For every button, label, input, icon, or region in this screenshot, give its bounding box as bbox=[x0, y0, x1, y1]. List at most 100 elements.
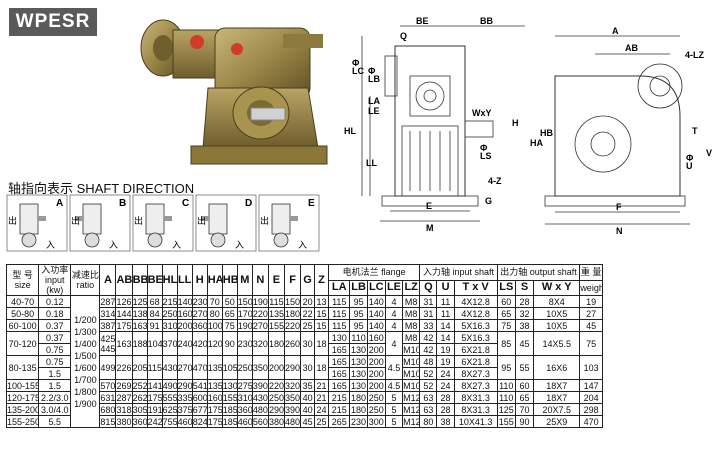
cell-z: 21 bbox=[314, 391, 330, 404]
shaft-direction-title: 轴指向表示 SHAFT DIRECTION bbox=[8, 178, 194, 197]
dim-E: E bbox=[426, 201, 432, 211]
direction-in-label: 入 bbox=[172, 240, 181, 250]
cell-input-power: 1.5 bbox=[38, 367, 72, 380]
cell-le: 4 bbox=[384, 295, 404, 308]
dim-HB: HB bbox=[540, 128, 553, 138]
cell-lz: M10 bbox=[402, 355, 421, 368]
direction-out-label: 出 bbox=[71, 215, 80, 226]
cell-u: 24 bbox=[436, 379, 455, 392]
cell-wxy: 10X5 bbox=[533, 307, 581, 320]
cell-e: 155 bbox=[267, 319, 286, 332]
brand-badge: WPESR bbox=[9, 8, 97, 36]
cell-ls: 110 bbox=[496, 379, 516, 392]
cell-size: 50-80 bbox=[5, 307, 40, 320]
cell-lz: M8 bbox=[402, 295, 421, 308]
dim-Q: Q bbox=[400, 31, 407, 41]
cell-f: 390 bbox=[284, 403, 302, 416]
cell-wxy: 20X7.5 bbox=[533, 403, 581, 416]
dim-LA: LA bbox=[368, 96, 380, 106]
cell-g: 45 bbox=[300, 415, 316, 428]
dim-A: A bbox=[612, 26, 619, 36]
dim-HL: HL bbox=[344, 126, 356, 136]
cell-m: 190 bbox=[236, 319, 253, 332]
cell-h: 600 bbox=[191, 391, 208, 404]
direction-panel-e: E入出 bbox=[258, 194, 320, 252]
cell-m: 250 bbox=[236, 355, 253, 380]
cell-a: 570 bbox=[99, 379, 117, 392]
cell-g: 25 bbox=[300, 319, 316, 332]
cell-h: 824 bbox=[191, 415, 208, 428]
cell-ll: 240 bbox=[176, 331, 193, 356]
direction-panel-frame bbox=[69, 194, 131, 252]
header-out-s: S bbox=[514, 279, 535, 296]
shaft-outline bbox=[290, 216, 298, 221]
direction-out-label: 出 bbox=[8, 215, 17, 226]
cell-q: 52 bbox=[419, 379, 438, 392]
header-h: H bbox=[191, 264, 208, 296]
side-view-drawing bbox=[361, 25, 525, 222]
cell-be: 91 bbox=[146, 319, 163, 332]
header-g: G bbox=[300, 264, 316, 296]
cell-bb: 360 bbox=[131, 415, 148, 428]
dim-T: T bbox=[692, 126, 698, 136]
direction-out-label: 出 bbox=[134, 215, 143, 226]
gearbox-outline bbox=[19, 203, 39, 235]
cell-e: 220 bbox=[267, 379, 286, 392]
ratio-value: 1/600 bbox=[74, 362, 97, 373]
cell-lz: M12 bbox=[402, 403, 421, 416]
cell-wxy: 14X5.5 bbox=[533, 331, 581, 356]
cell-ab: 269 bbox=[115, 379, 133, 392]
cell-input-power: 0.75 bbox=[38, 355, 72, 368]
cell-h: 230 bbox=[191, 295, 208, 308]
cell-hb: 90 bbox=[221, 331, 238, 356]
cell-f: 150 bbox=[284, 295, 302, 308]
cell-hl: 310 bbox=[161, 319, 178, 332]
cell-bb: 125 bbox=[131, 295, 148, 308]
cell-hl: 215 bbox=[161, 295, 178, 308]
header-la: LA bbox=[328, 279, 351, 296]
cell-bb: 138 bbox=[131, 307, 148, 320]
cell-txv: 6X21.8 bbox=[453, 355, 498, 368]
cell-ab: 287 bbox=[115, 391, 133, 404]
cell-hb: 105 bbox=[221, 355, 238, 380]
cell-ll: 375 bbox=[176, 403, 193, 416]
dim-LC: LC bbox=[352, 66, 364, 76]
cell-value: 425 bbox=[100, 333, 116, 344]
cell-n: 190 bbox=[251, 295, 269, 308]
cell-lz: M8 bbox=[402, 307, 421, 320]
cell-ha: 100 bbox=[206, 319, 223, 332]
cell-weight: 147 bbox=[579, 379, 603, 392]
cell-la: 165 bbox=[328, 379, 351, 392]
direction-panel-d: D入出 bbox=[195, 194, 257, 252]
cell-s: 65 bbox=[514, 391, 535, 404]
cell-n: 430 bbox=[251, 391, 269, 404]
cell-lc: 300 bbox=[366, 415, 386, 428]
header-input-text: input bbox=[45, 275, 65, 285]
cell-g: 30 bbox=[300, 355, 316, 380]
dim-phi-LS: Φ bbox=[480, 143, 488, 153]
dim-WxY: WxY bbox=[472, 108, 492, 118]
cell-lb: 110 bbox=[349, 331, 368, 344]
cell-hb: 185 bbox=[221, 415, 238, 428]
cell-la: 165 bbox=[328, 367, 351, 380]
cell-z: 24 bbox=[314, 403, 330, 416]
cell-weight: 19 bbox=[579, 295, 603, 308]
header-size-cn: 型 号 bbox=[12, 270, 33, 280]
cell-ha: 135 bbox=[206, 355, 223, 380]
header-weight-cn: 重 量 bbox=[579, 264, 603, 281]
cell-lb: 95 bbox=[349, 319, 368, 332]
cell-weight: 45 bbox=[579, 319, 603, 332]
cell-q: 31 bbox=[419, 307, 438, 320]
cell-lc: 200 bbox=[366, 343, 386, 356]
direction-in-label: 入 bbox=[235, 240, 244, 250]
cell-lc: 200 bbox=[366, 367, 386, 380]
dim-H: H bbox=[512, 118, 519, 128]
motor-outline bbox=[84, 232, 100, 248]
cell-lb: 130 bbox=[349, 343, 368, 356]
gearbox-photo bbox=[140, 19, 328, 165]
ratio-value: 1/500 bbox=[74, 350, 97, 361]
cell-lc: 140 bbox=[366, 307, 386, 320]
